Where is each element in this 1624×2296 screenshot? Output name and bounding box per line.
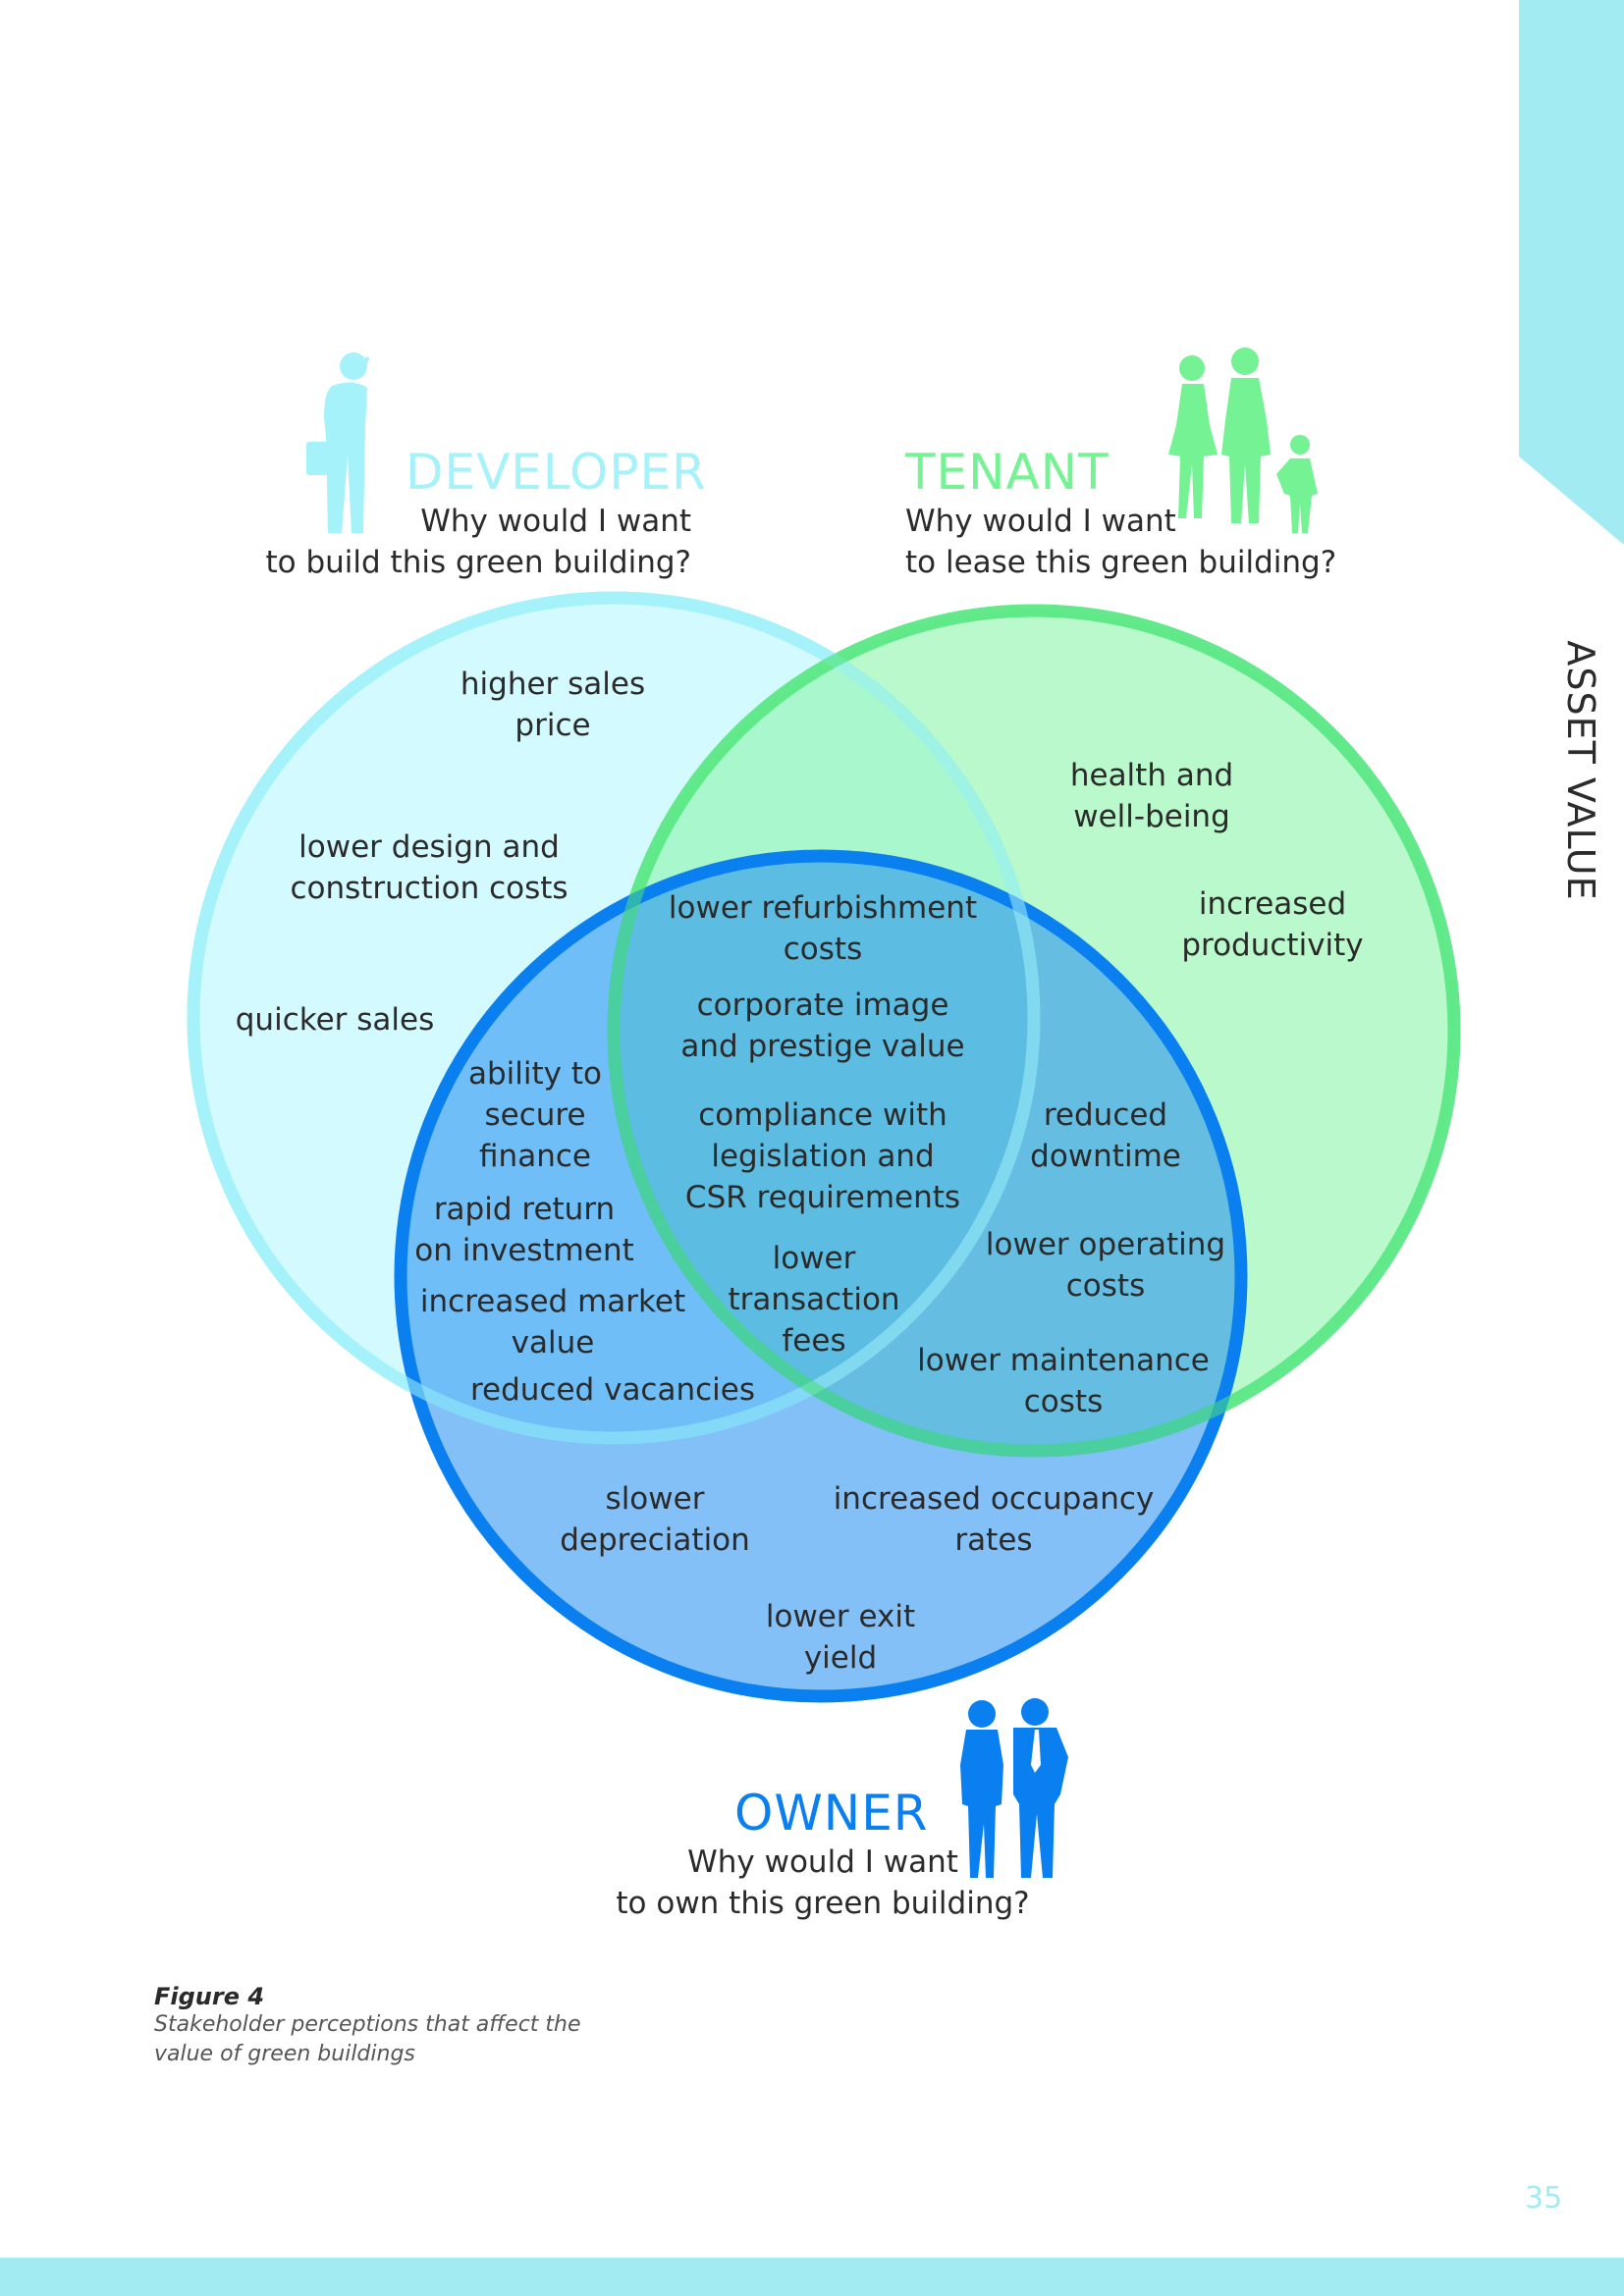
label-lower-design-costs: lower design and construction costs xyxy=(290,829,568,906)
developer-circle-outline xyxy=(187,591,1041,1445)
label-higher-sales-price: higher sales price xyxy=(460,667,646,743)
label-health-well-being: health and well-being xyxy=(1069,758,1234,834)
label-quicker-sales: quicker sales xyxy=(235,1002,435,1038)
side-tab xyxy=(1519,0,1624,545)
developer-question: Why would I want to build this green bui… xyxy=(265,504,692,580)
label-slower-depreciation: slower depreciation xyxy=(560,1481,750,1558)
figure-number: Figure 4 xyxy=(154,1983,265,2010)
label-rapid-return: rapid return on investment xyxy=(414,1192,634,1268)
page-number: 35 xyxy=(1525,2181,1563,2216)
label-lower-operating-costs: lower operating costs xyxy=(985,1227,1226,1304)
label-reduced-vacancies: reduced vacancies xyxy=(469,1372,756,1408)
owner-question: Why would I want to own this green build… xyxy=(616,1844,1030,1921)
label-lower-exit-yield: lower exit yield xyxy=(765,1599,916,1676)
label-increased-occupancy: increased occupancy rates xyxy=(833,1481,1155,1558)
label-reduced-downtime: reduced downtime xyxy=(1030,1097,1181,1174)
label-corporate-image: corporate image and prestige value xyxy=(680,988,965,1064)
label-increased-productivity: increased productivity xyxy=(1181,886,1364,963)
developer-title: DEVELOPER xyxy=(406,444,707,501)
label-lower-maintenance-costs: lower maintenance costs xyxy=(917,1343,1210,1419)
figure-caption: Figure 4 Stakeholder perceptions that af… xyxy=(154,1983,606,2069)
tenant-circle-outline xyxy=(607,604,1461,1458)
family-walking-icon xyxy=(1168,347,1318,533)
label-lower-transaction-fees: lower transaction fees xyxy=(728,1241,900,1359)
tenant-question: Why would I want to lease this green bui… xyxy=(905,504,1337,580)
label-increased-market-value: increased market value xyxy=(419,1284,686,1361)
business-couple-icon xyxy=(960,1698,1068,1878)
owner-title: OWNER xyxy=(734,1785,929,1842)
label-lower-refurbishment-costs: lower refurbishment costs xyxy=(668,890,978,967)
figure-description: Stakeholder perceptions that affect the … xyxy=(154,2012,581,2066)
businessman-phone-icon xyxy=(306,352,370,533)
label-compliance-legislation: compliance with legislation and CSR requ… xyxy=(684,1097,961,1215)
tenant-title: TENANT xyxy=(905,444,1110,501)
label-ability-secure-finance: ability to secure finance xyxy=(468,1056,602,1174)
footer-bar xyxy=(0,2258,1624,2296)
